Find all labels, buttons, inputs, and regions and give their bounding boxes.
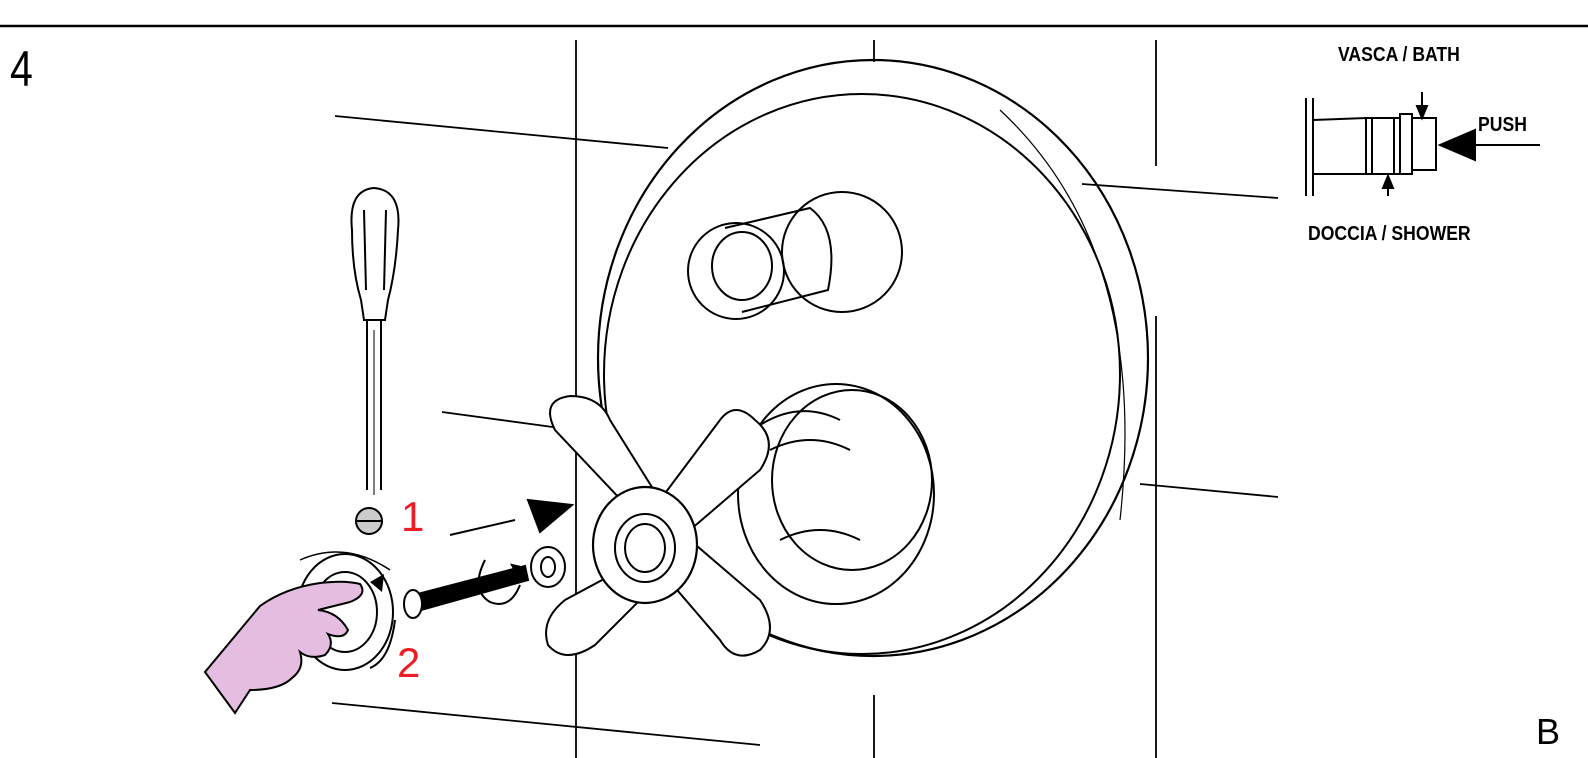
- step-number: 4: [10, 41, 33, 97]
- cross-handle-icon: [545, 394, 771, 657]
- corner-label: B: [1536, 711, 1561, 752]
- callout-1: 1: [401, 493, 425, 540]
- washer: [530, 546, 566, 588]
- push-label: PUSH: [1478, 114, 1527, 136]
- escutcheon-plate-icon: [596, 58, 1150, 658]
- hand-icon: [203, 580, 364, 715]
- cartridge-body: [737, 383, 935, 605]
- diverter-knob-icon: [687, 191, 903, 320]
- screwdriver-icon: [350, 186, 400, 495]
- insert-arrow: [449, 498, 575, 536]
- press-arrow: [370, 574, 384, 592]
- rotate-arrow-icon: [477, 559, 527, 605]
- shower-label: DOCCIA / SHOWER: [1308, 223, 1471, 245]
- diverter-inset: [1305, 92, 1540, 196]
- long-screw: [403, 564, 530, 619]
- tile-grid: [331, 40, 1279, 758]
- bath-label: VASCA / BATH: [1338, 44, 1460, 66]
- callout-2: 2: [397, 639, 421, 686]
- screw-icon: [355, 507, 383, 535]
